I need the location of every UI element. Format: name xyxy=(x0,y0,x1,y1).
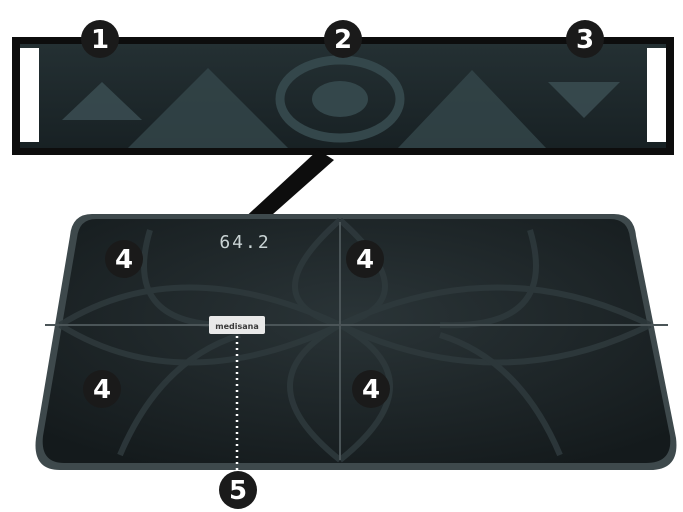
zoom-right-white-bar xyxy=(647,48,666,142)
callout-badge-4-top-right: 4 xyxy=(346,240,384,278)
zoom-leader-line xyxy=(240,150,334,230)
svg-text:5: 5 xyxy=(229,476,247,506)
display-reading: 64.2 xyxy=(219,232,270,253)
scale-surface xyxy=(42,219,671,463)
logo-plate xyxy=(209,316,265,334)
callout-badge-5: 5 xyxy=(219,471,257,509)
callout-badge-4-bottom-left: 4 xyxy=(83,370,121,408)
brand-logo-text: medisana xyxy=(215,322,258,331)
triangle-up-icon xyxy=(62,82,142,120)
svg-text:1: 1 xyxy=(91,25,109,55)
svg-text:4: 4 xyxy=(115,245,133,275)
svg-text:4: 4 xyxy=(362,375,380,405)
large-triangle-left-segment xyxy=(128,68,288,148)
svg-text:4: 4 xyxy=(356,245,374,275)
callout-badge-1: 1 xyxy=(81,20,119,58)
callout-badge-4-top-left: 4 xyxy=(105,240,143,278)
callout-badge-4-bottom-right: 4 xyxy=(352,370,390,408)
scale-display: 64.2 xyxy=(219,232,270,253)
svg-text:2: 2 xyxy=(334,25,352,55)
callout-badge-2: 2 xyxy=(324,20,362,58)
ring-icon xyxy=(275,55,405,143)
large-triangle-right-segment xyxy=(398,70,546,148)
bathroom-scale: 64.2 medisana xyxy=(35,214,677,470)
zoom-left-white-bar xyxy=(20,48,39,142)
svg-text:4: 4 xyxy=(93,375,111,405)
triangle-down-icon xyxy=(548,82,620,118)
callout-badge-3: 3 xyxy=(566,20,604,58)
svg-text:3: 3 xyxy=(576,25,594,55)
